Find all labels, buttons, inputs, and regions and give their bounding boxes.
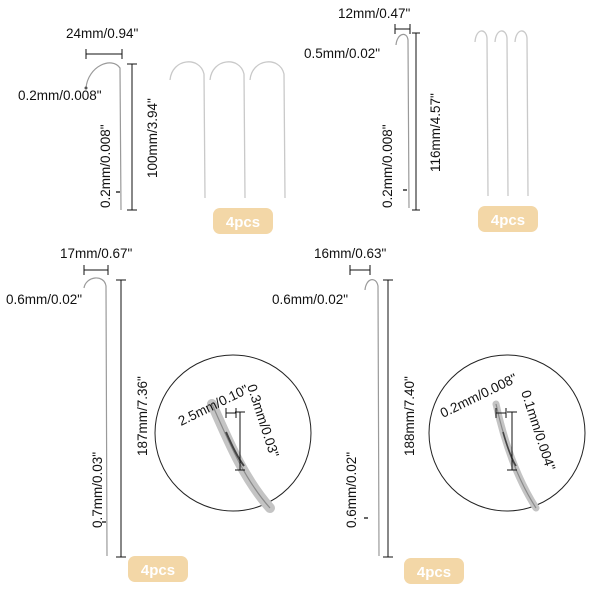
eye-width-dimension bbox=[235, 411, 245, 471]
zoom-circle bbox=[428, 354, 586, 512]
needle-wire bbox=[395, 33, 410, 209]
wire-diameter-top-label: 0.6mm/0.02" bbox=[272, 292, 348, 307]
eye-detail-zoom: 2.5mm/0.10" 0.3mm/0.03" bbox=[154, 354, 312, 513]
zoom-circle bbox=[154, 354, 312, 512]
wire-diameter-side-label: 0.7mm/0.03" bbox=[90, 452, 105, 528]
panel-4: 16mm/0.63" 0.6mm/0.02" 0.6mm/0.02" 188mm… bbox=[272, 246, 586, 584]
wire-diameter-side-label: 0.6mm/0.02" bbox=[344, 452, 359, 528]
quantity-badge bbox=[478, 206, 538, 232]
hook-width-label: 16mm/0.63" bbox=[314, 246, 387, 261]
needle-group-photo bbox=[169, 61, 286, 199]
length-label: 116mm/4.57" bbox=[428, 93, 443, 172]
wire-diameter-top-label: 0.6mm/0.02" bbox=[6, 292, 82, 307]
hook-width-label: 12mm/0.47" bbox=[338, 6, 411, 21]
hook-width-dimension bbox=[394, 24, 411, 34]
needle-wire bbox=[85, 62, 122, 211]
wire-diameter-side-label: 0.2mm/0.008" bbox=[98, 124, 113, 208]
hook-width-dimension bbox=[349, 265, 371, 275]
length-dimension bbox=[412, 32, 420, 211]
quantity-label: 4pcs bbox=[226, 214, 260, 231]
eye-length-dimension bbox=[225, 408, 237, 418]
eye-length-dimension bbox=[495, 408, 507, 418]
quantity-badge bbox=[128, 556, 188, 582]
hook-width-label: 24mm/0.94" bbox=[66, 26, 139, 41]
length-dimension bbox=[127, 63, 137, 211]
needle-group-photo bbox=[474, 30, 529, 197]
quantity-label: 4pcs bbox=[491, 212, 525, 229]
wire-diameter-top-label: 0.2mm/0.008" bbox=[18, 88, 102, 103]
hook-width-label: 17mm/0.67" bbox=[60, 246, 133, 261]
panel-1: 24mm/0.94" 0.2mm/0.008" 0.2mm/0.008" 100… bbox=[18, 26, 286, 234]
wire-diameter-side-label: 0.2mm/0.008" bbox=[380, 124, 395, 208]
quantity-badge bbox=[213, 208, 273, 234]
quantity-label: 4pcs bbox=[417, 564, 451, 581]
eye-width-dimension bbox=[507, 411, 517, 471]
needle-eye-slot bbox=[225, 431, 245, 467]
needle-eye-slot bbox=[502, 431, 517, 467]
length-label: 188mm/7.40" bbox=[402, 376, 417, 456]
panel-2: 12mm/0.47" 0.5mm/0.02" 0.2mm/0.008" 116m… bbox=[304, 6, 538, 232]
needle-wire bbox=[364, 279, 380, 557]
quantity-badge bbox=[404, 558, 464, 584]
hook-width-dimension bbox=[83, 265, 109, 275]
needle-wire bbox=[83, 277, 108, 557]
wire-diameter-top-label: 0.5mm/0.02" bbox=[304, 46, 380, 61]
needle-tip-marker bbox=[84, 86, 88, 90]
length-dimension bbox=[116, 279, 126, 558]
length-label: 187mm/7.36" bbox=[135, 376, 150, 456]
eye-detail-zoom: 0.2mm/0.008" 0.1mm/0.004" bbox=[428, 354, 586, 512]
panel-3: 17mm/0.67" 0.6mm/0.02" 0.7mm/0.03" 187mm… bbox=[6, 246, 312, 582]
hook-width-dimension bbox=[85, 49, 123, 59]
length-dimension bbox=[383, 279, 393, 558]
length-label: 100mm/3.94" bbox=[145, 98, 160, 178]
quantity-label: 4pcs bbox=[141, 562, 175, 579]
